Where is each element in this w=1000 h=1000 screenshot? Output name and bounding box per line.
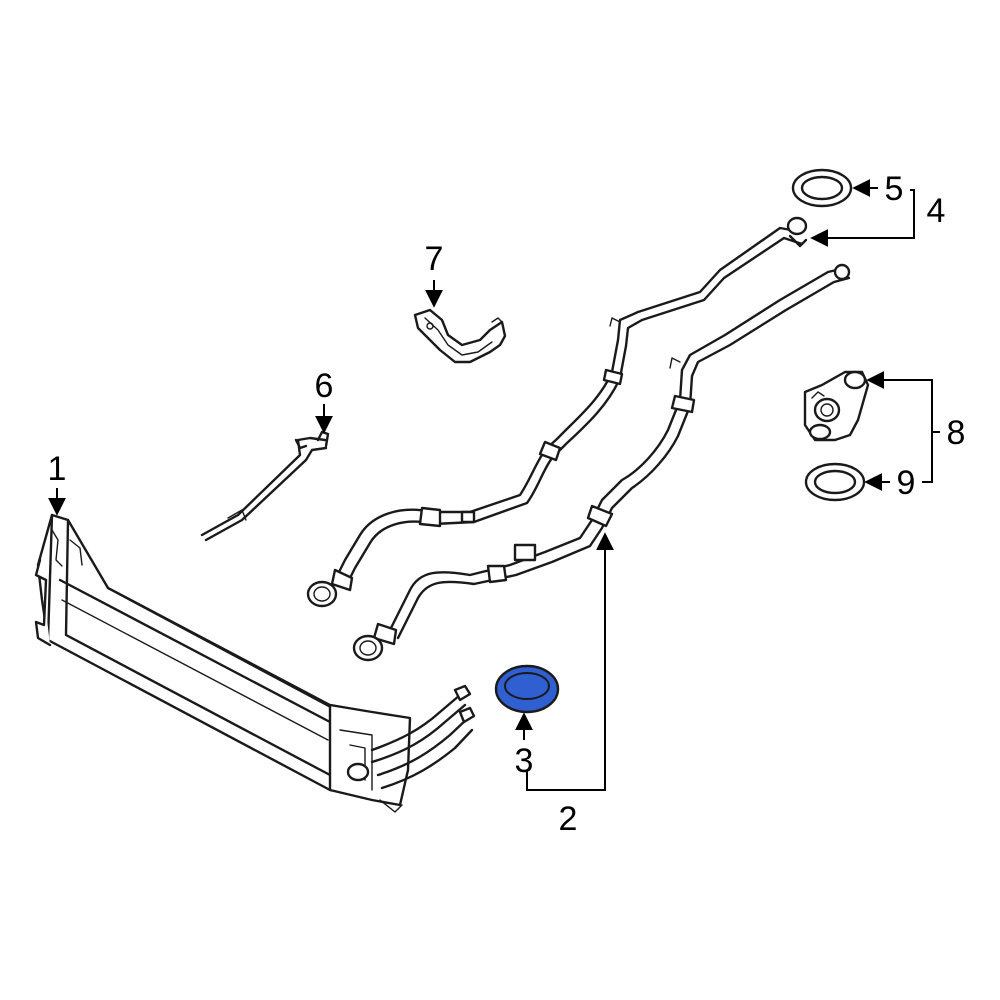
callout-8: 8 [947, 414, 966, 452]
o-ring-upper-part[interactable] [791, 168, 853, 208]
seal-inner-ring [504, 672, 550, 700]
callout-5: 5 [885, 170, 904, 208]
callout-labels: 1 2 3 4 5 6 7 8 9 [48, 170, 966, 838]
callout-2: 2 [559, 800, 578, 838]
cooler-line-lower-part[interactable] [352, 263, 851, 662]
callout-3: 3 [515, 742, 534, 780]
callout-4: 4 [927, 192, 946, 230]
callout-9: 9 [897, 464, 916, 502]
callout-6: 6 [315, 367, 334, 405]
oil-cooler-part[interactable] [34, 513, 476, 813]
heat-shield-part[interactable] [413, 308, 507, 364]
callout-7: 7 [425, 240, 444, 278]
callout-1: 1 [48, 450, 67, 488]
cooler-line-upper-part[interactable] [306, 216, 808, 608]
leader-lines [48, 179, 940, 791]
bracket-arm-part[interactable] [200, 430, 330, 542]
connector-housing-part[interactable] [803, 370, 870, 442]
o-ring-lower-part[interactable] [804, 462, 866, 502]
seal-part-highlighted[interactable] [494, 664, 560, 714]
